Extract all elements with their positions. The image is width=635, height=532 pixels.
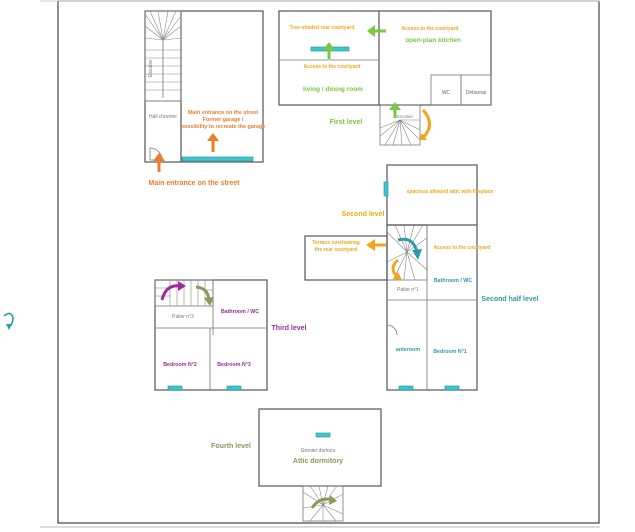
main-entrance-label: Main entrance on the street bbox=[148, 180, 240, 187]
landing-1-label: Palier n°1 bbox=[397, 287, 419, 293]
kitchen-label: open-plan kitchen bbox=[405, 37, 461, 44]
tree-courtyard-label: Tree-shaded rear courtyard bbox=[290, 25, 355, 31]
third-window-left bbox=[167, 385, 183, 391]
third-bathroom-label: Bathroom / WC bbox=[221, 309, 259, 315]
landing-2-label: Palier n°2 bbox=[172, 314, 194, 320]
second-gold-arrow-icon bbox=[391, 258, 402, 280]
third-olive-arrow-icon bbox=[195, 285, 214, 306]
fourth-level-plan bbox=[258, 408, 382, 522]
page-frame bbox=[57, 0, 600, 524]
first-stair-label: Escalier bbox=[397, 114, 414, 119]
grenier-label: Grenier dortoirs bbox=[301, 448, 336, 454]
third-purple-arrow-icon bbox=[160, 281, 186, 301]
ground-stair-label: Escalier bbox=[148, 59, 154, 77]
garage-text-1: Main entrance on the street bbox=[188, 110, 258, 116]
terrace-arrow-icon bbox=[366, 239, 386, 251]
bedroom-2-label: Bedroom N°2 bbox=[163, 362, 197, 368]
living-label: living / dining room bbox=[303, 86, 363, 93]
access-courtyard-top: Access to the courtyard bbox=[402, 26, 459, 32]
garage-arrow-icon bbox=[207, 133, 219, 152]
second-level-label: Second level bbox=[342, 211, 385, 218]
second-bathroom-label: Bathroom / WC bbox=[434, 278, 472, 284]
fourth-window bbox=[315, 432, 331, 438]
terrace-text-2: the rear courtyard bbox=[315, 247, 358, 253]
garage-text-3: possibility to recreate the garage bbox=[181, 124, 265, 130]
access-courtyard-mid: Access to the courtyard bbox=[304, 64, 361, 70]
fourth-olive-arrow-icon bbox=[310, 495, 337, 509]
courtyard-arrow-icon bbox=[367, 25, 386, 37]
teal-curve-arrow-icon bbox=[3, 312, 14, 330]
third-level-plan bbox=[154, 279, 268, 391]
second-level-plan bbox=[304, 164, 478, 391]
ground-hall-label: Hall d'entrée bbox=[149, 114, 177, 120]
first-level-label: First level bbox=[330, 119, 363, 126]
garage-text-2: Former garage / bbox=[203, 117, 244, 123]
debarras-label: Débarras bbox=[466, 90, 487, 96]
attic-label: spacious alleated attic with fireplace bbox=[407, 189, 494, 195]
entrance-arrow-icon bbox=[153, 153, 165, 172]
fourth-level-label: Fourth level bbox=[211, 443, 251, 450]
bedroom-3-label: Bedroom N°3 bbox=[217, 362, 251, 368]
first-level-stairs bbox=[379, 104, 421, 146]
stairs-green-arrow-icon bbox=[389, 102, 401, 118]
wc-label: WC bbox=[442, 90, 451, 96]
third-window-right bbox=[226, 385, 242, 391]
second-window-right bbox=[444, 385, 460, 391]
third-level-label: Third level bbox=[271, 325, 306, 332]
stairs-gold-arrow-icon bbox=[419, 108, 431, 140]
second-attic-window bbox=[383, 181, 389, 197]
attic-dormitory-label: Attic dormitory bbox=[293, 458, 343, 465]
second-teal-arrow-icon bbox=[397, 237, 422, 260]
access-up-arrow-icon bbox=[323, 42, 335, 59]
ground-window bbox=[181, 156, 254, 162]
second-window-left bbox=[398, 385, 414, 391]
second-half-level-label: Second half level bbox=[481, 296, 538, 303]
second-access-label: Access to the courtyard bbox=[434, 245, 491, 251]
bedroom-1-label: Bedroom N°1 bbox=[433, 349, 467, 355]
anteroom-label: anteroom bbox=[396, 347, 420, 353]
terrace-text-1: Terrace overlooking bbox=[312, 240, 359, 246]
